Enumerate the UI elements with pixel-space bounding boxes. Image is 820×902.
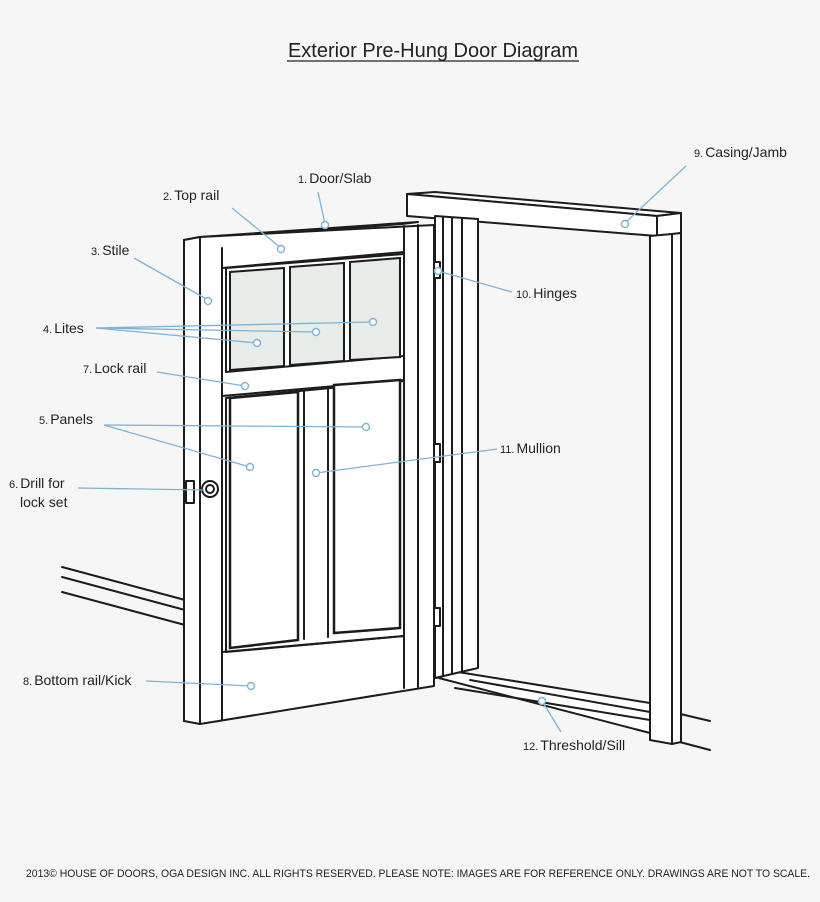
leader-dots — [203, 219, 630, 706]
label-hinges: 10.Hinges — [516, 285, 577, 301]
label-door-slab: 1.Door/Slab — [298, 170, 372, 186]
lite-3 — [349, 256, 401, 362]
door-frame — [406, 191, 682, 745]
leader-lines — [77, 165, 687, 733]
label-mullion: 11.Mullion — [500, 440, 561, 456]
diagram-title: Exterior Pre-Hung Door Diagram — [288, 40, 578, 62]
label-panels: 5.Panels — [39, 411, 93, 427]
label-bottom-rail: 8.Bottom rail/Kick — [23, 672, 132, 688]
lock-knob — [201, 480, 219, 498]
label-lock-rail: 7.Lock rail — [83, 360, 146, 376]
lite-1 — [229, 266, 285, 372]
panel-right — [332, 378, 402, 635]
label-stile: 3.Stile — [91, 242, 130, 258]
label-casing-jamb: 9.Casing/Jamb — [694, 144, 787, 160]
lite-2 — [289, 261, 345, 367]
label-top-rail: 2.Top rail — [163, 187, 219, 203]
label-lites: 4.Lites — [43, 320, 84, 336]
label-drill-lock-set: 6.Drill for — [9, 475, 65, 491]
panel-left — [228, 390, 300, 650]
lock-latch — [185, 480, 195, 504]
door-slab — [183, 221, 435, 725]
wall-baseboard-left — [61, 566, 186, 626]
label-threshold-sill: 12.Threshold/Sill — [523, 737, 625, 753]
label-drill-lock-set-line2: lock set — [20, 494, 68, 510]
copyright-footer: 2013© HOUSE OF DOORS, OGA DESIGN INC. AL… — [26, 868, 810, 880]
